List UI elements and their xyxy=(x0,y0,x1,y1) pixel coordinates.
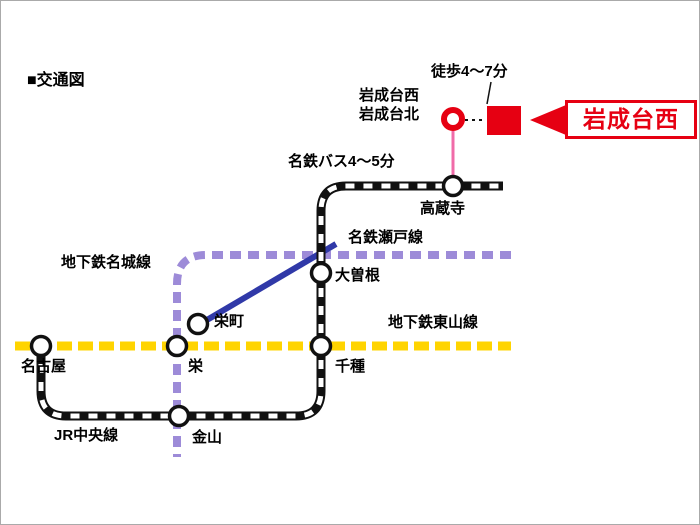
destination-square xyxy=(487,106,521,135)
walk-leader-line xyxy=(486,81,492,105)
station-circle-kanayama xyxy=(167,404,191,428)
seto-line xyxy=(193,241,338,330)
station-circle-sakaemachi xyxy=(186,312,210,336)
page-title: ■交通図 xyxy=(27,72,85,89)
destination-callout-box: 岩成台西 xyxy=(565,100,697,139)
station-circle-chikusa xyxy=(309,334,333,358)
callout-arrow-icon xyxy=(530,105,566,135)
line-label-jr-chuo: JR中央線 xyxy=(54,427,119,444)
meijo-seto-line xyxy=(173,251,511,457)
bus-stop-name-line2: 岩成台北 xyxy=(358,106,419,123)
station-circle-ozone xyxy=(309,261,333,285)
station-label-ozone: 大曽根 xyxy=(335,267,381,284)
jr-chuo-line-hatch xyxy=(38,183,503,419)
line-label-seto: 名鉄瀬戸線 xyxy=(348,229,424,246)
bus-stop-name-line1: 岩成台西 xyxy=(358,87,419,104)
bus-time-label: 名鉄バス4～5分 xyxy=(288,153,395,170)
station-label-sakaemachi: 栄町 xyxy=(214,313,245,330)
line-label-higashiyama: 地下鉄東山線 xyxy=(388,314,479,331)
station-label-kanayama: 金山 xyxy=(192,429,223,446)
jr-chuo-line xyxy=(36,181,503,421)
station-label-kozoji: 高蔵寺 xyxy=(420,200,466,217)
station-circle-kozoji xyxy=(441,174,465,198)
line-label-meijo: 地下鉄名城線 xyxy=(61,254,152,271)
bus-stop-circle xyxy=(441,107,465,131)
walk-time-label: 徒歩4～7分 xyxy=(431,63,508,80)
station-label-nagoya: 名古屋 xyxy=(21,358,67,375)
station-label-sakae: 栄 xyxy=(188,358,204,375)
bus-stop-name-label: 岩成台西 岩成台北 xyxy=(331,86,419,124)
station-label-chikusa: 千種 xyxy=(335,358,366,375)
station-circle-nagoya xyxy=(29,334,53,358)
station-circle-sakae xyxy=(165,334,189,358)
